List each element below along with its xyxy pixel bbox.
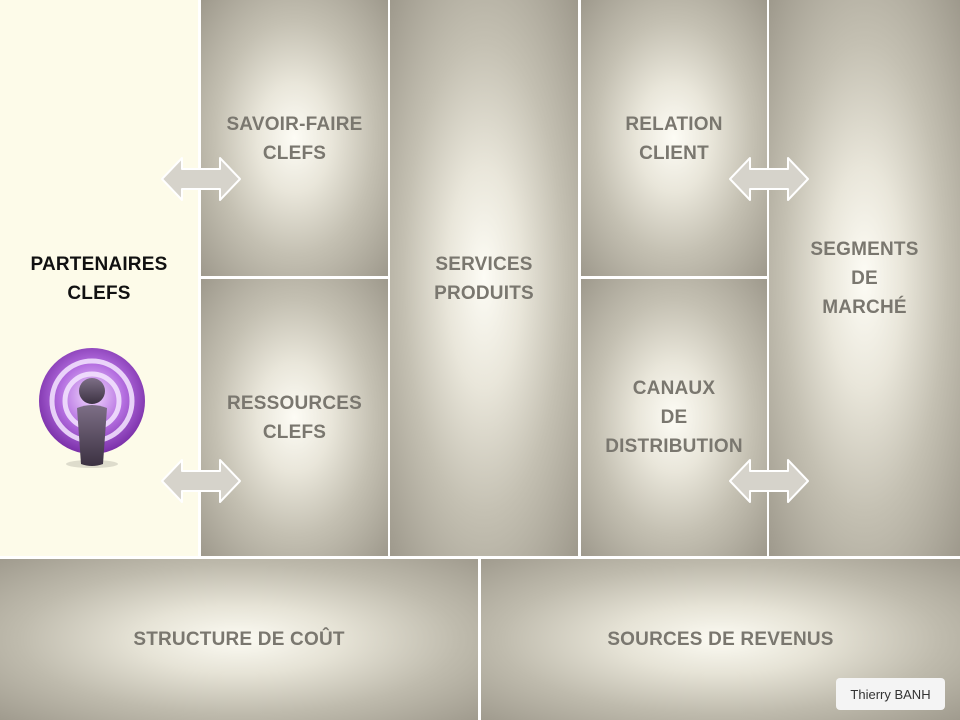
block-label: SAVOIR-FAIRE CLEFS	[226, 114, 363, 164]
block-relation-client[interactable]: RELATION CLIENT	[581, 0, 767, 276]
block-label: STRUCTURE DE COÛT	[133, 629, 345, 650]
block-segments-de-marche[interactable]: SEGMENTS DE MARCHÉ	[769, 0, 960, 556]
block-structure-de-cout[interactable]: STRUCTURE DE COÛT	[0, 559, 478, 720]
podcast-person-icon	[39, 348, 145, 468]
block-label: SERVICES PRODUITS	[434, 254, 534, 304]
block-label: CANAUX DE DISTRIBUTION	[605, 378, 743, 457]
block-label: RESSOURCES CLEFS	[226, 393, 363, 443]
double-arrow-icon	[161, 157, 241, 201]
block-ressources-clefs[interactable]: RESSOURCES CLEFS	[201, 279, 388, 556]
block-label: SOURCES DE REVENUS	[607, 629, 834, 650]
block-label: RELATION CLIENT	[625, 114, 723, 164]
block-label: PARTENAIRES CLEFS	[30, 254, 168, 304]
double-arrow-icon	[161, 459, 241, 503]
block-services-produits[interactable]: SERVICES PRODUITS	[390, 0, 578, 556]
double-arrow-icon	[729, 157, 809, 201]
double-arrow-icon	[729, 459, 809, 503]
block-canaux-de-distribution[interactable]: CANAUX DE DISTRIBUTION	[581, 279, 767, 556]
block-savoir-faire-clefs[interactable]: SAVOIR-FAIRE CLEFS	[201, 0, 388, 276]
author-credit: Thierry BANH	[836, 678, 945, 710]
block-label: SEGMENTS DE MARCHÉ	[810, 239, 919, 318]
